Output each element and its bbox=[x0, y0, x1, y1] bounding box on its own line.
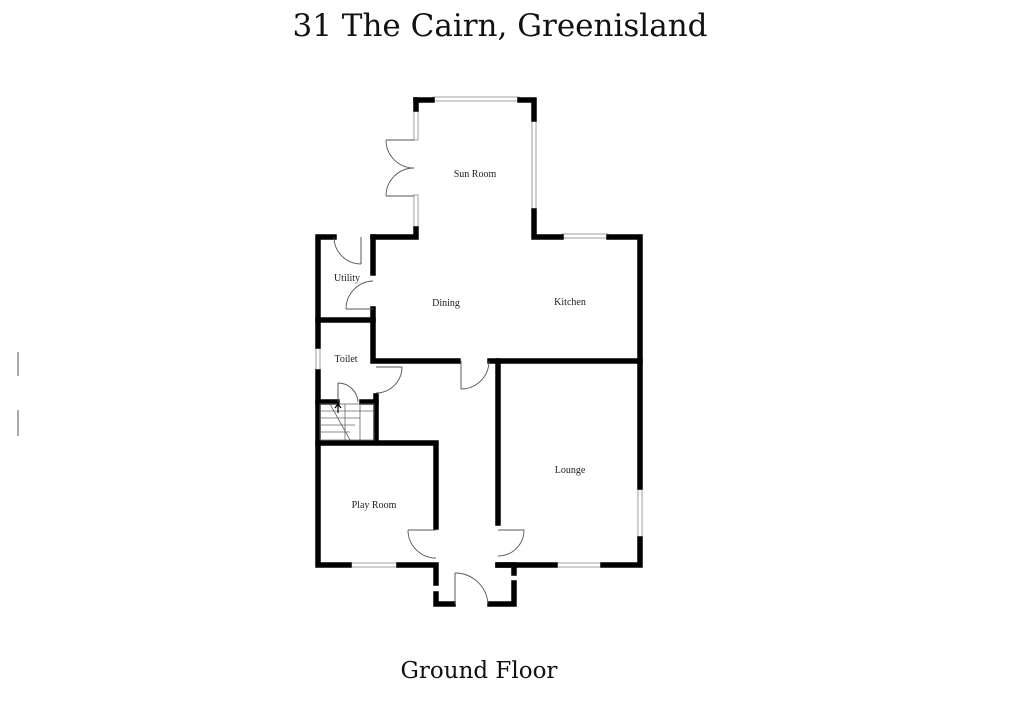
french-door-icon bbox=[385, 139, 415, 197]
utility-inner-door-icon bbox=[345, 280, 374, 310]
doors bbox=[333, 139, 525, 605]
lounge-door-icon bbox=[497, 529, 525, 557]
room-labels: Sun Room Utility Dining Kitchen Toilet L… bbox=[334, 169, 586, 511]
floor-label: Ground Floor bbox=[400, 658, 558, 684]
toilet-window bbox=[315, 346, 321, 372]
toilet-door-icon bbox=[375, 366, 403, 394]
stair-arrow-icon bbox=[334, 403, 342, 413]
room-label-play-room: Play Room bbox=[352, 500, 397, 511]
front-door-icon bbox=[454, 572, 489, 605]
sun-room-top-window bbox=[432, 96, 520, 102]
utility-door-icon bbox=[333, 236, 362, 265]
sun-room-left-window bbox=[413, 109, 419, 141]
kitchen-window bbox=[561, 233, 609, 239]
lounge-front-window bbox=[555, 562, 603, 568]
room-label-kitchen: Kitchen bbox=[554, 297, 586, 308]
room-label-utility: Utility bbox=[334, 273, 360, 284]
lounge-side-window bbox=[637, 487, 643, 539]
windows bbox=[315, 96, 643, 568]
room-label-lounge: Lounge bbox=[555, 465, 586, 476]
sun-room-right-window bbox=[531, 119, 537, 211]
playroom-front-window bbox=[349, 562, 399, 568]
room-label-sun-room: Sun Room bbox=[454, 169, 497, 180]
room-label-toilet: Toilet bbox=[334, 354, 357, 365]
sun-room-left-window-lower bbox=[413, 194, 419, 231]
dining-door-icon bbox=[460, 360, 490, 390]
stairs bbox=[319, 403, 375, 441]
stair-door-icon bbox=[337, 382, 359, 403]
edge-marks bbox=[17, 352, 19, 436]
plan-title: 31 The Cairn, Greenisland bbox=[292, 8, 708, 44]
walls bbox=[315, 97, 643, 607]
room-label-dining: Dining bbox=[432, 298, 460, 309]
playroom-door-icon bbox=[407, 529, 437, 559]
